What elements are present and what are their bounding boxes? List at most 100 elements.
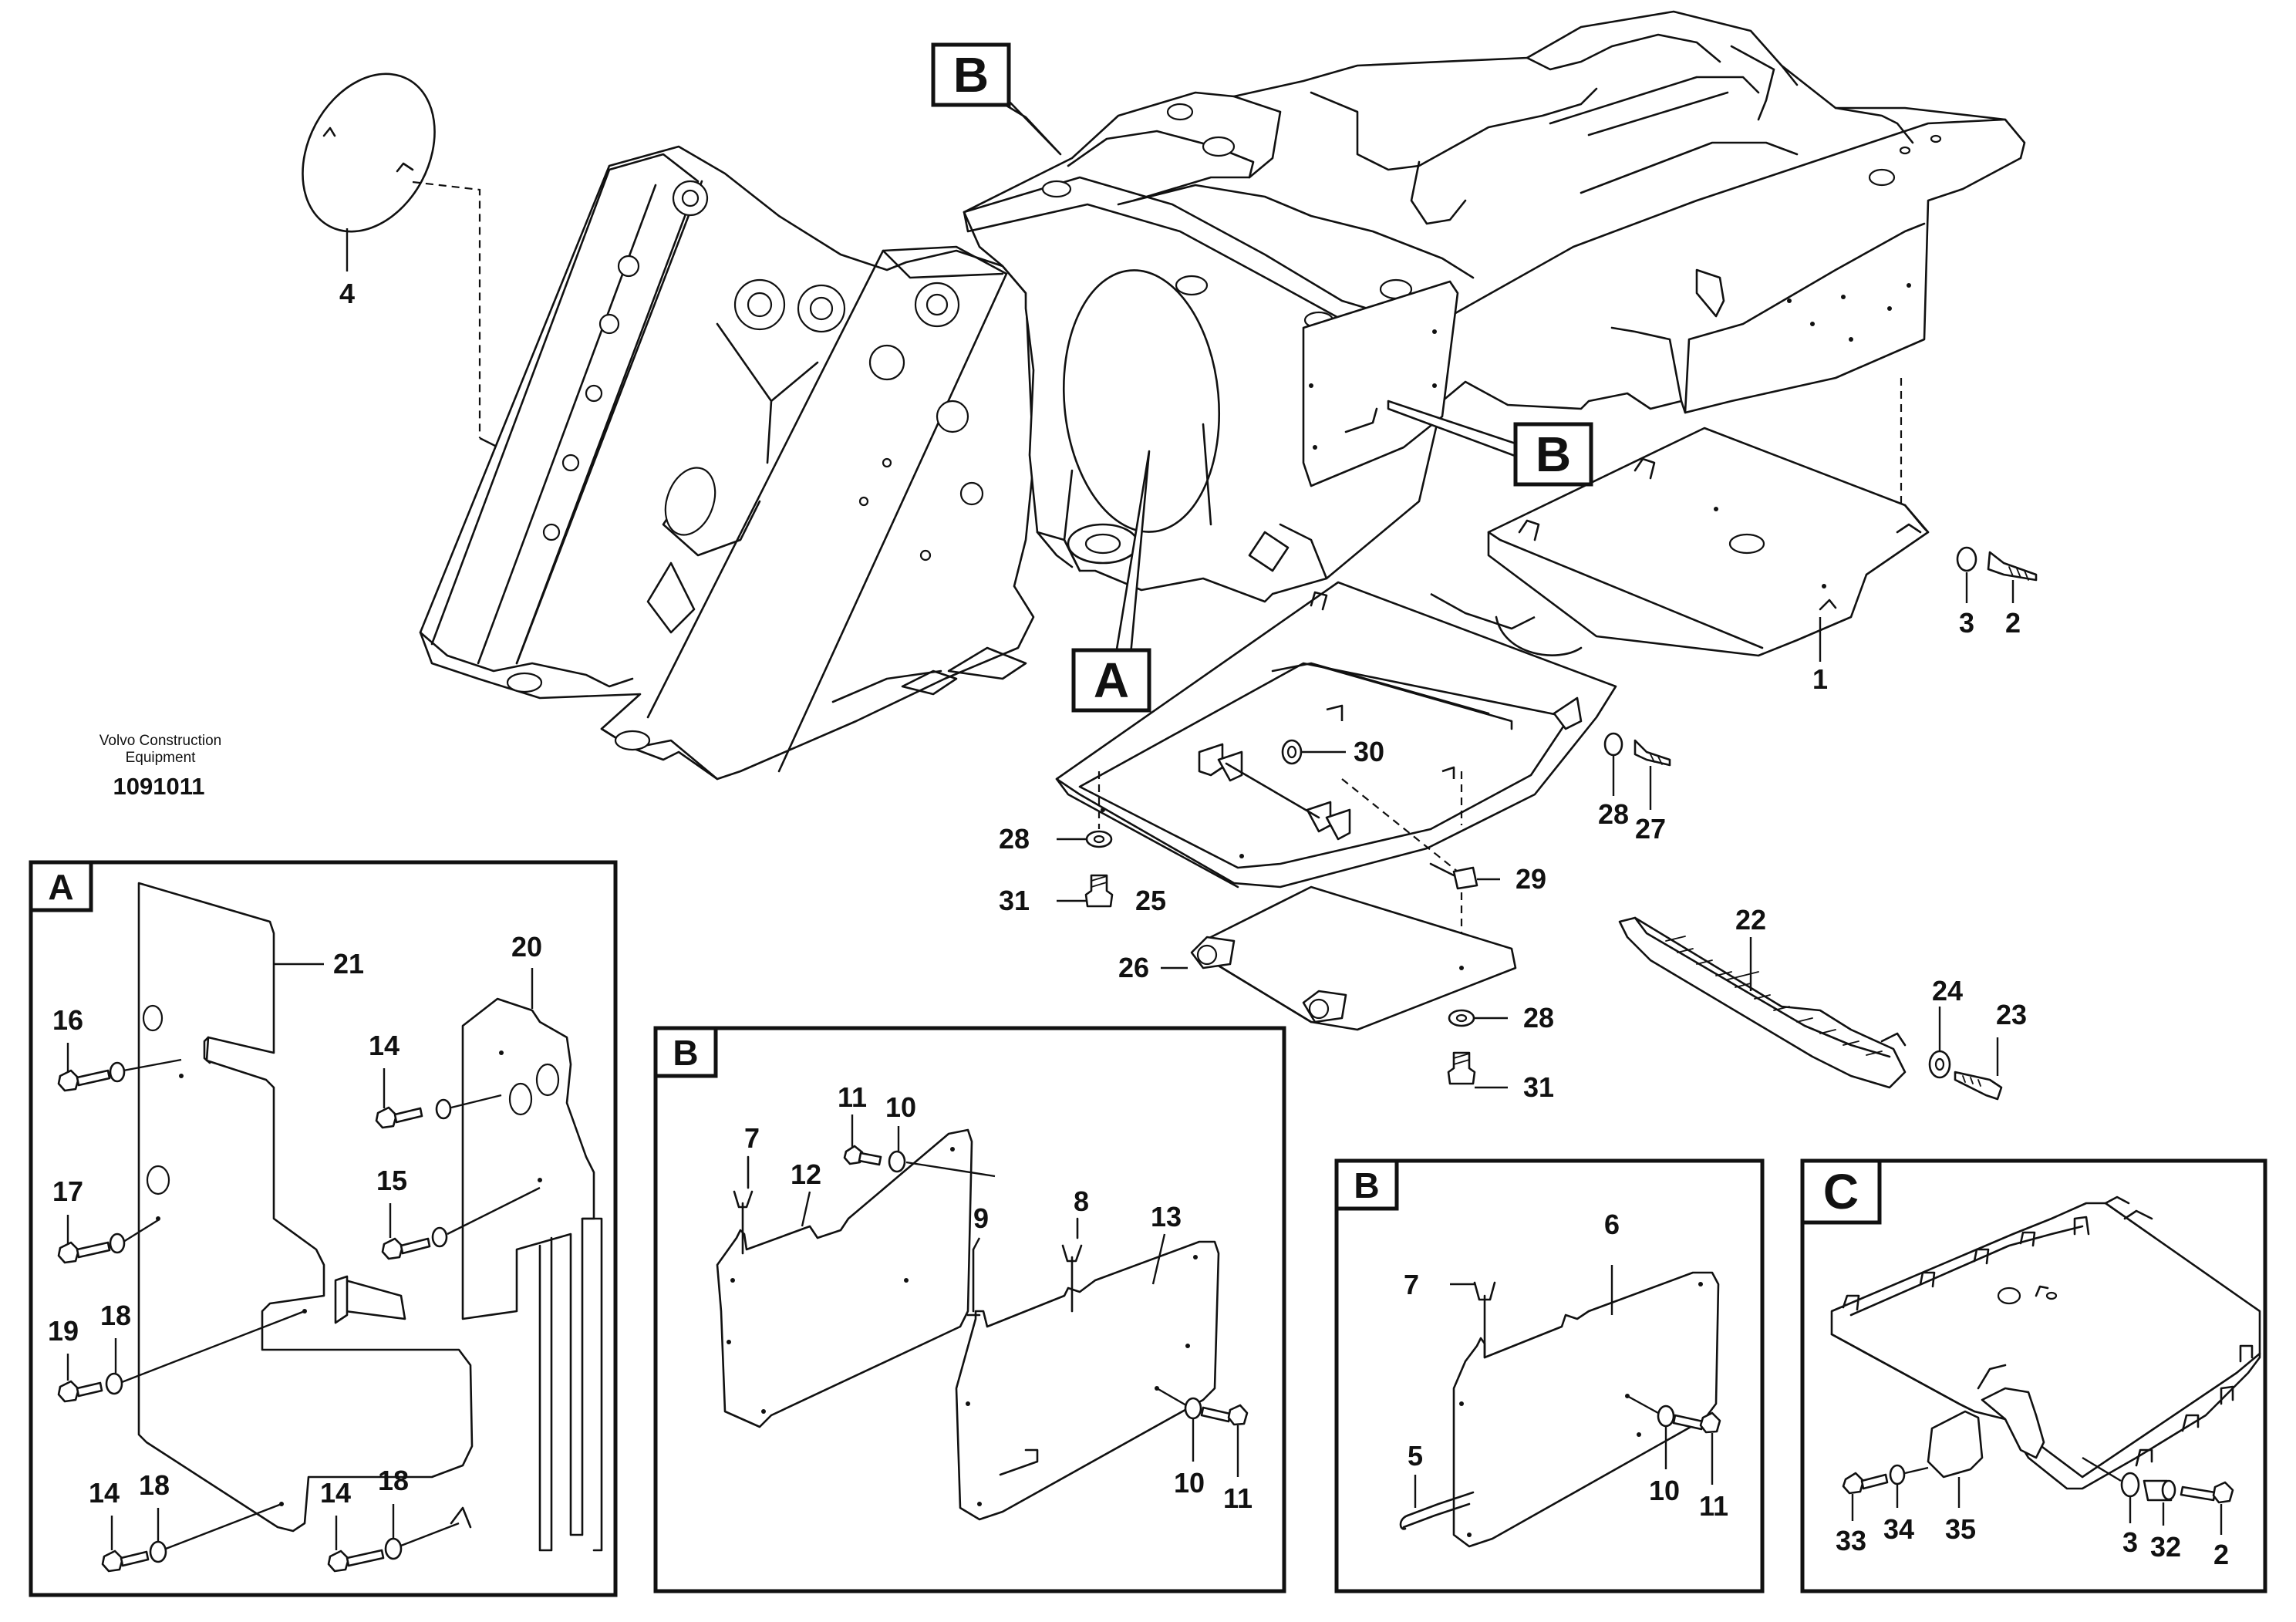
- view-tag-b-top: B: [931, 42, 1062, 156]
- publisher-block: Volvo Construction Equipment 1091011: [99, 733, 221, 800]
- svg-text:22: 22: [1735, 904, 1766, 936]
- bolt-19-washer-18: [57, 1310, 305, 1403]
- svg-text:28: 28: [999, 823, 1030, 855]
- bolt-washer-2-3-main: [1956, 546, 2038, 603]
- bolt-washer-23-24: [1928, 1007, 2003, 1101]
- svg-text:28: 28: [1523, 1002, 1554, 1034]
- rear-frame: [963, 10, 2026, 603]
- panel-a-callout-labels: 21 20 16 14 17 15 19 18 14 18 14 18: [48, 931, 542, 1509]
- detail-panel-b-large: B: [653, 1026, 1286, 1593]
- step-guard-part-22: [1618, 916, 1907, 1089]
- round-cover-part-4: [302, 73, 436, 271]
- view-tag-a: A: [1071, 450, 1151, 713]
- svg-text:11: 11: [838, 1081, 867, 1113]
- main-callout-labels: 4 1 2 3 30 28 27 28 25 29 31 26 28 31 22…: [339, 278, 2027, 1103]
- svg-text:23: 23: [1996, 999, 2027, 1030]
- svg-text:30: 30: [1354, 736, 1384, 767]
- bolt-33-washer-34: [1842, 1464, 1929, 1521]
- svg-text:28: 28: [1598, 798, 1629, 830]
- svg-text:4: 4: [339, 278, 355, 309]
- svg-text:11: 11: [1223, 1482, 1253, 1514]
- svg-text:1: 1: [1812, 663, 1828, 695]
- bolt-17: [57, 1215, 159, 1264]
- washer-part-30: [1281, 739, 1346, 765]
- svg-text:33: 33: [1836, 1525, 1866, 1556]
- svg-text:31: 31: [999, 885, 1030, 916]
- svg-text:14: 14: [89, 1477, 120, 1509]
- svg-text:34: 34: [1883, 1513, 1914, 1545]
- svg-text:10: 10: [885, 1091, 916, 1123]
- svg-text:7: 7: [744, 1122, 760, 1154]
- svg-text:15: 15: [376, 1165, 407, 1196]
- bolt-part-29: [1429, 862, 1500, 890]
- plate-part-26: [1161, 885, 1517, 1031]
- svg-text:14: 14: [369, 1030, 400, 1061]
- svg-text:Equipment: Equipment: [126, 750, 197, 766]
- bolt-washer-27-28-right: [1603, 732, 1671, 810]
- svg-text:21: 21: [333, 948, 364, 980]
- bolt-14-washer-18-lower-left: [101, 1502, 282, 1573]
- detail-panel-a: A: [29, 860, 618, 1597]
- svg-text:17: 17: [52, 1175, 83, 1207]
- svg-text:10: 10: [1649, 1475, 1680, 1506]
- svg-text:11: 11: [1699, 1490, 1728, 1522]
- svg-text:B: B: [673, 1033, 698, 1073]
- guard-part-25: [1055, 581, 1617, 889]
- svg-text:A: A: [48, 867, 73, 907]
- svg-text:18: 18: [139, 1469, 170, 1501]
- svg-text:C: C: [1823, 1164, 1859, 1219]
- svg-text:Volvo Construction: Volvo Construction: [99, 733, 221, 749]
- svg-text:27: 27: [1635, 813, 1666, 845]
- detail-panel-c: C: [1800, 1158, 2267, 1593]
- svg-text:35: 35: [1945, 1513, 1976, 1545]
- svg-text:24: 24: [1932, 975, 1963, 1007]
- svg-text:1091011: 1091011: [113, 773, 205, 800]
- svg-text:31: 31: [1523, 1071, 1554, 1103]
- svg-text:B: B: [1354, 1165, 1379, 1206]
- svg-text:8: 8: [1074, 1185, 1089, 1217]
- svg-text:10: 10: [1174, 1467, 1205, 1499]
- bolt-washer-28-31-lower: [1447, 1009, 1508, 1089]
- detail-panel-b-small: B 6 7 5 10 11: [1334, 1158, 1765, 1593]
- svg-text:2: 2: [2213, 1539, 2229, 1570]
- front-frame: [419, 145, 1035, 781]
- svg-text:3: 3: [2122, 1526, 2138, 1558]
- svg-text:13: 13: [1151, 1201, 1182, 1233]
- bolt-washer-28-31-left: [1057, 830, 1114, 908]
- panel-c-callout-labels: 33 34 35 3 32 2: [1836, 1513, 2229, 1570]
- bolt-15: [381, 1186, 541, 1260]
- bolt-11-washer-10-top: [843, 1114, 996, 1178]
- svg-text:26: 26: [1118, 952, 1149, 983]
- svg-text:19: 19: [48, 1315, 79, 1347]
- svg-text:18: 18: [100, 1300, 131, 1331]
- svg-text:B: B: [1536, 427, 1571, 482]
- svg-text:5: 5: [1408, 1440, 1423, 1472]
- bolt-16: [57, 1043, 182, 1092]
- svg-text:7: 7: [1404, 1269, 1419, 1300]
- svg-text:18: 18: [378, 1465, 409, 1496]
- svg-text:3: 3: [1959, 607, 1974, 639]
- panel-b-small-callout-labels: 6 7 5 10 11: [1404, 1209, 1728, 1522]
- bottom-plate-part-1: [1487, 427, 1930, 662]
- svg-text:29: 29: [1515, 863, 1546, 895]
- view-tag-b-right: B: [1387, 400, 1593, 487]
- svg-text:A: A: [1094, 653, 1129, 708]
- bolt-11-washer-10-bottom: [1156, 1387, 1249, 1477]
- svg-text:16: 16: [52, 1004, 83, 1036]
- panel-b-large-callout-labels: 11 10 7 12 8 13 9 10 11: [744, 1081, 1253, 1514]
- main-assembly: B B A 4 1 2 3 30 28 27 28 25 29 31 26 28: [99, 10, 2038, 1103]
- svg-text:12: 12: [791, 1158, 821, 1190]
- svg-text:2: 2: [2005, 607, 2021, 639]
- svg-text:6: 6: [1604, 1209, 1620, 1240]
- svg-text:25: 25: [1135, 885, 1166, 916]
- svg-text:32: 32: [2150, 1531, 2181, 1563]
- svg-text:9: 9: [973, 1202, 989, 1234]
- bolt-14-washer-18-lower-right: [327, 1504, 472, 1573]
- bolt-11-washer-10-small: [1627, 1394, 1721, 1485]
- svg-text:B: B: [953, 47, 989, 103]
- bolt-2-spacer-32-washer-3: [2082, 1456, 2234, 1535]
- bolt-14-upper: [375, 1068, 502, 1129]
- svg-text:14: 14: [320, 1477, 351, 1509]
- svg-text:20: 20: [511, 931, 542, 963]
